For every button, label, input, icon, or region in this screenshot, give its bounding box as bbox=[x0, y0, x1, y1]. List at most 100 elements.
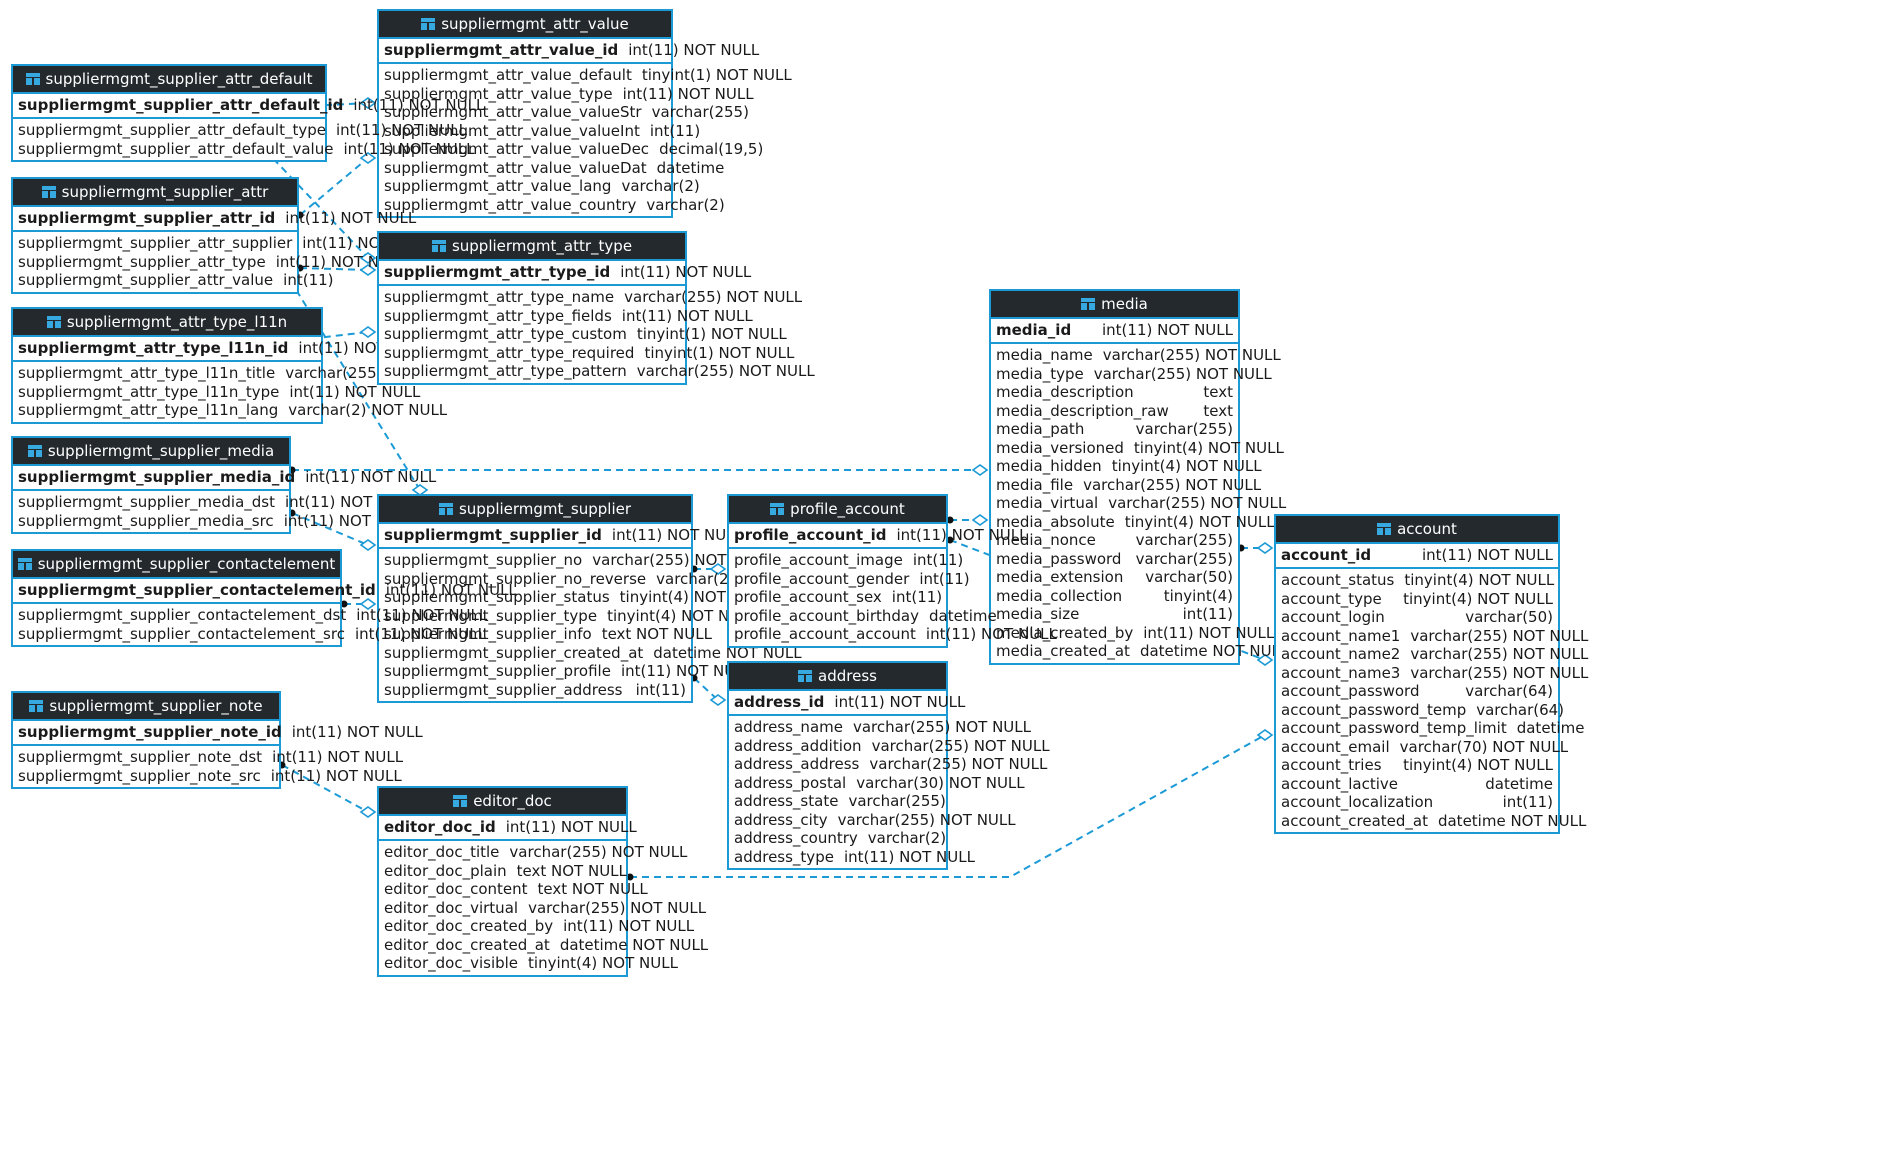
column-row[interactable]: suppliermgmt_supplier_contactelement_src… bbox=[13, 625, 486, 644]
column-row[interactable]: suppliermgmt_supplier_contactelement_dst… bbox=[13, 606, 487, 625]
